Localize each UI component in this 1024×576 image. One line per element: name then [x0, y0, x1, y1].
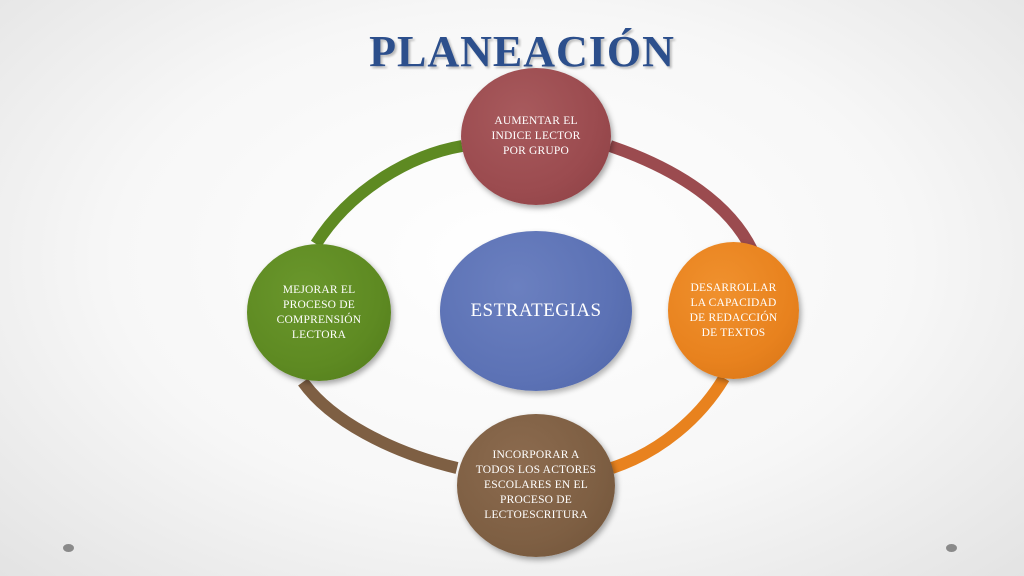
node-top-label: AUMENTAR EL INDICE LECTOR POR GRUPO: [491, 115, 581, 157]
node-incorporar-actores: INCORPORAR A TODOS LOS ACTORES ESCOLARES…: [457, 414, 615, 557]
node-mejorar-comprension: MEJORAR EL PROCESO DE COMPRENSIÓN LECTOR…: [247, 244, 391, 381]
arc-left-top: [310, 140, 464, 248]
page-title: PLANEACIÓN: [369, 27, 675, 76]
slide-nav-dot-left: [63, 544, 74, 552]
center-node-label: ESTRATEGIAS: [470, 300, 602, 321]
node-aumentar-indice-lector: AUMENTAR EL INDICE LECTOR POR GRUPO: [461, 68, 611, 205]
node-right-label: DESARROLLAR LA CAPACIDAD DE REDACCIÓN DE…: [689, 281, 778, 339]
node-bottom-label: INCORPORAR A TODOS LOS ACTORES ESCOLARES…: [475, 449, 597, 521]
center-node-estrategias: ESTRATEGIAS: [440, 231, 632, 391]
node-left-label: MEJORAR EL PROCESO DE COMPRENSIÓN LECTOR…: [276, 283, 362, 341]
slide-nav-dot-right: [946, 544, 957, 552]
arc-top-right: [608, 140, 758, 253]
arc-bottom-left: [298, 378, 459, 474]
arc-right-bottom: [610, 374, 730, 474]
node-desarrollar-redaccion: DESARROLLAR LA CAPACIDAD DE REDACCIÓN DE…: [668, 242, 799, 379]
